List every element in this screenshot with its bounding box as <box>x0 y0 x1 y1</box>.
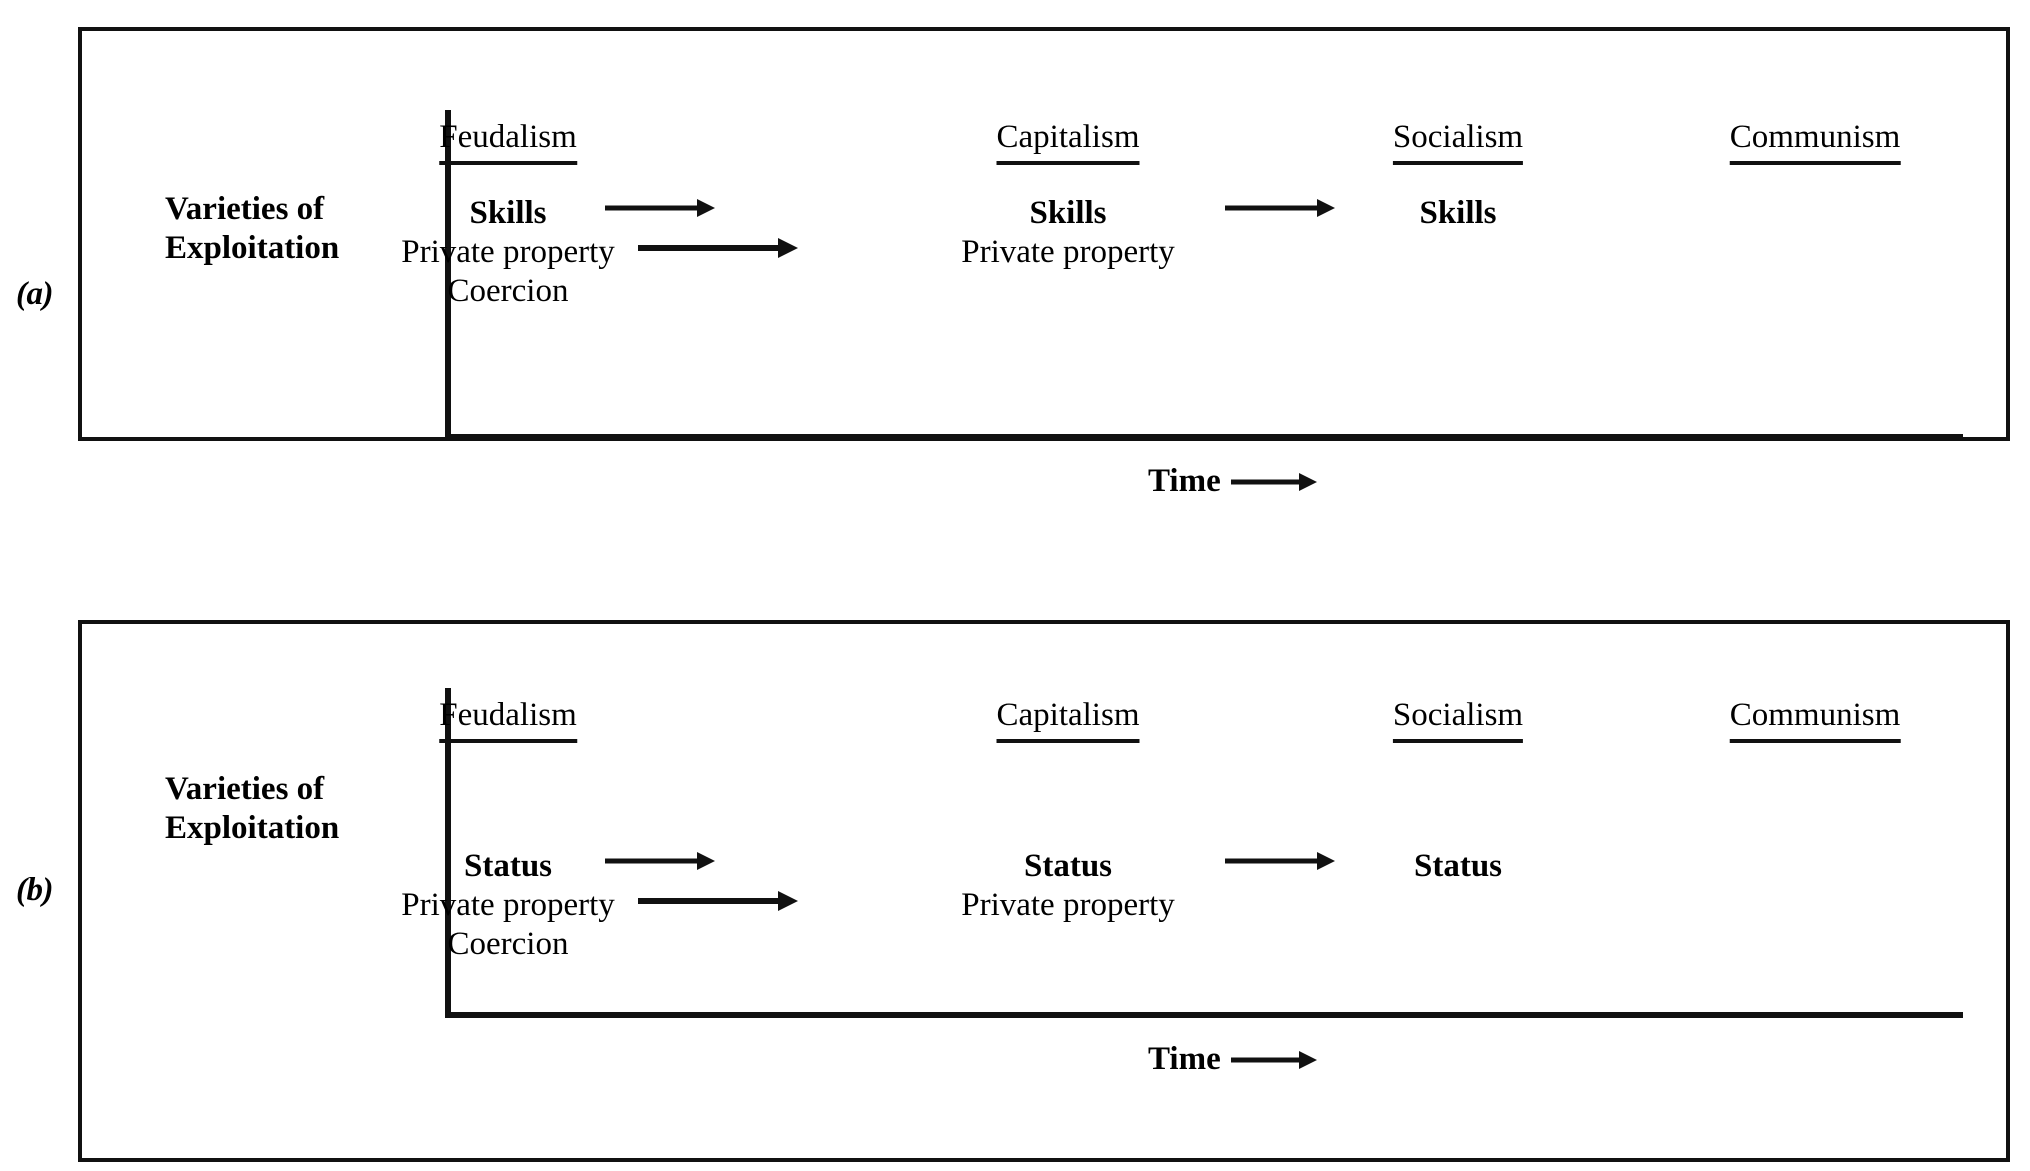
panel-b-arrow-private-property-feudalism-to-capitalism <box>638 890 798 912</box>
panel-a-skills-feudalism: Skills <box>469 195 547 231</box>
panel-b-time-arrow-icon <box>1230 1050 1317 1070</box>
panel-a-coercion-feudalism: Coercion <box>447 273 569 309</box>
panel-b-era-heading-socialism: Socialism <box>1392 699 1524 743</box>
panel-a-time-label: Time <box>1148 463 1221 499</box>
panel-a-skills-capitalism: Skills <box>1029 195 1107 231</box>
panel-b-status-socialism: Status <box>1413 848 1503 884</box>
panel-b-arrow-status-capitalism-to-socialism <box>1225 850 1335 872</box>
panel-b-era-heading-capitalism: Capitalism <box>996 699 1140 743</box>
panel-a-row-label: Varieties of Exploitation <box>165 191 340 266</box>
panel-b-era-heading-communism: Communism <box>1729 699 1901 743</box>
panel-b-private-property-feudalism: Private property <box>401 887 615 923</box>
panel-a-private-property-feudalism: Private property <box>401 234 615 270</box>
panel-a-arrow-skills-capitalism-to-socialism <box>1225 197 1335 219</box>
panel-b-horizontal-axis <box>445 1012 1963 1018</box>
panel-b-coercion-feudalism: Coercion <box>447 926 569 962</box>
panel-a-vertical-axis <box>445 110 451 440</box>
panel-a-time-caption: Time <box>1148 465 1317 498</box>
panel-a-era-heading-socialism: Socialism <box>1392 121 1524 165</box>
panel-b-letter: (b) <box>16 872 53 908</box>
panel-b-status-feudalism: Status <box>463 848 553 884</box>
panel-a-letter: (a) <box>16 276 53 312</box>
panel-b-era-heading-feudalism: Feudalism <box>439 699 577 743</box>
panel-a-private-property-capitalism: Private property <box>961 234 1175 270</box>
panel-b-time-label: Time <box>1148 1041 1221 1077</box>
panel-b-arrow-status-feudalism-to-capitalism <box>605 850 715 872</box>
panel-a-arrow-skills-feudalism-to-capitalism <box>605 197 715 219</box>
panel-a-arrow-private-property-feudalism-to-capitalism <box>638 237 798 259</box>
panel-b-row-label: Varieties of Exploitation <box>165 771 340 846</box>
panel-a-era-heading-capitalism: Capitalism <box>996 121 1140 165</box>
panel-a-time-arrow-icon <box>1230 472 1317 492</box>
panel-a-era-heading-feudalism: Feudalism <box>439 121 577 165</box>
panel-a-horizontal-axis <box>445 434 1963 440</box>
panel-a-era-heading-communism: Communism <box>1729 121 1901 165</box>
panel-b-private-property-capitalism: Private property <box>961 887 1175 923</box>
panel-b-vertical-axis <box>445 688 451 1018</box>
panel-b-status-capitalism: Status <box>1023 848 1113 884</box>
panel-b-frame <box>78 620 2010 1162</box>
panel-b-time-caption: Time <box>1148 1043 1317 1076</box>
panel-a-frame <box>78 27 2010 441</box>
panel-a-skills-socialism: Skills <box>1419 195 1497 231</box>
